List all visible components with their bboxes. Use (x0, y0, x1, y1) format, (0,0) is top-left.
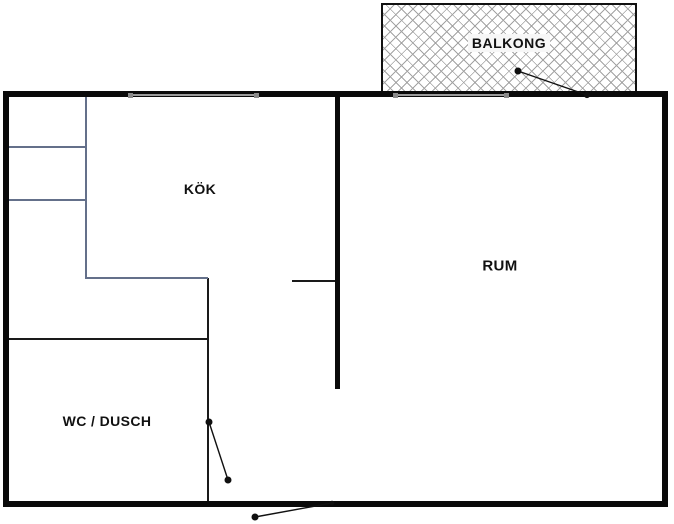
kitchen-window-line (130, 94, 257, 96)
balcony-area: BALKONG (381, 3, 637, 93)
kitchen-counter-line-upper (9, 146, 86, 148)
room-label-wc-dusch: WC / DUSCH (62, 413, 152, 429)
wc-door-arrow (205, 418, 232, 484)
wall-partition (335, 97, 340, 389)
wall-left (3, 91, 9, 507)
room-label-kok: KÖK (183, 181, 217, 197)
wall-top (3, 91, 668, 97)
doorway-lintel-line (292, 280, 335, 282)
room-label-rum: RUM (482, 257, 518, 275)
kitchen-counter-line-middle (9, 199, 86, 201)
wall-bottom (3, 501, 668, 507)
window-endpoint-icon (128, 93, 133, 98)
balcony-window-line (395, 94, 507, 96)
wc-east-wall (207, 278, 209, 501)
window-endpoint-icon (393, 93, 398, 98)
window-endpoint-icon (504, 93, 509, 98)
kitchen-counter-line-lower (85, 277, 208, 279)
room-label-balkong-text: BALKONG (467, 34, 551, 52)
window-endpoint-icon (254, 93, 259, 98)
wc-north-wall (9, 338, 208, 340)
kitchen-counter-line-vertical (85, 97, 87, 278)
wall-right (662, 91, 668, 507)
room-label-balkong: BALKONG (383, 34, 635, 52)
